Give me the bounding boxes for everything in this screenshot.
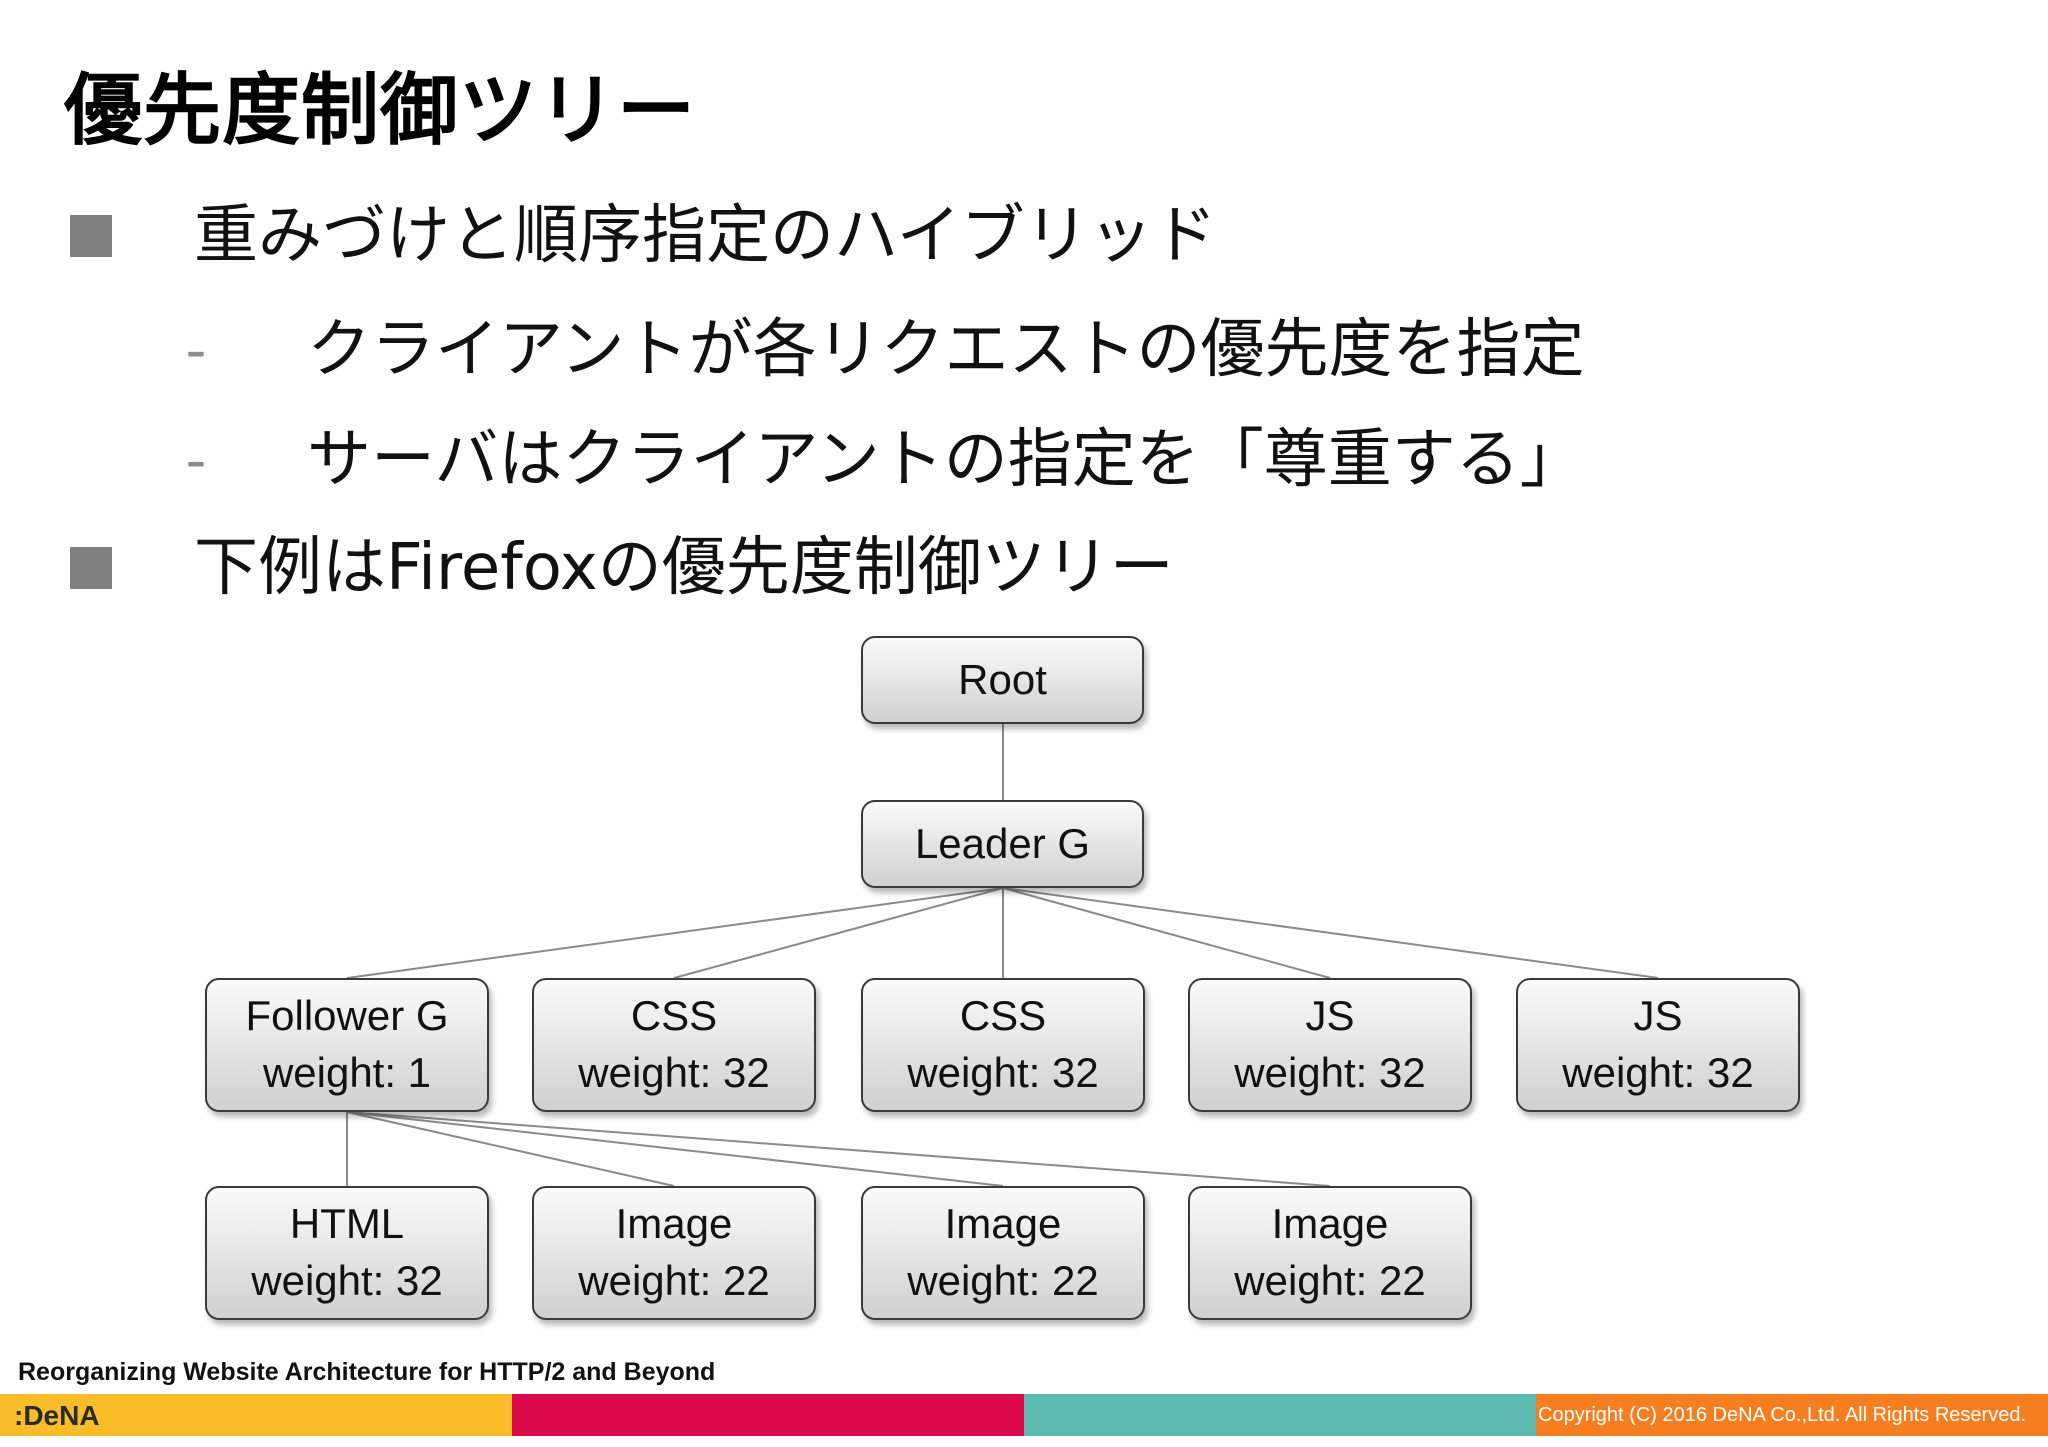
node-js: JS weight: 32 <box>1516 978 1800 1112</box>
node-name: JS <box>1305 992 1355 1040</box>
sub-bullet-text: サーバはクライアントの指定を「尊重する」 <box>307 423 1584 497</box>
bullet-item: 下例はFirefoxの優先度制御ツリー <box>70 536 1174 600</box>
node-html: HTML weight: 32 <box>205 1186 489 1320</box>
node-image: Image weight: 22 <box>861 1186 1145 1320</box>
node-name: CSS <box>630 992 718 1040</box>
footer-color-bar: :DeNA Copyright (C) 2016 DeNA Co.,Ltd. A… <box>0 1394 2048 1436</box>
node-follower-g: Follower G weight: 1 <box>205 978 489 1112</box>
node-leader-g: Leader G <box>861 800 1144 888</box>
node-name: Image <box>615 1200 733 1248</box>
slide-title: 優先度制御ツリー <box>64 66 697 156</box>
edge-follower-image-3 <box>346 1111 1331 1187</box>
square-bullet-icon <box>70 547 112 589</box>
square-bullet-icon <box>70 215 112 257</box>
node-label: Leader G <box>914 819 1091 867</box>
edge-follower-image-2 <box>346 1111 1004 1187</box>
presentation-title: Reorganizing Website Architecture for HT… <box>18 1358 716 1386</box>
node-name: JS <box>1633 992 1683 1040</box>
edge-follower-image-1 <box>346 1111 675 1187</box>
footer-segment-yellow: :DeNA <box>0 1394 512 1436</box>
node-name: Image <box>1271 1200 1389 1248</box>
bullet-text: 下例はFirefoxの優先度制御ツリー <box>194 531 1174 605</box>
bullet-item: 重みづけと順序指定のハイブリッド <box>70 204 1217 268</box>
dena-logo: :DeNA <box>14 1400 100 1431</box>
node-css: CSS weight: 32 <box>861 978 1145 1112</box>
footer-segment-teal <box>1024 1394 1536 1436</box>
edge-leader-js-2 <box>1002 887 1659 979</box>
node-weight: weight: 22 <box>578 1257 770 1304</box>
footer-segment-red <box>512 1394 1024 1436</box>
node-css: CSS weight: 32 <box>532 978 816 1112</box>
sub-bullet-text: クライアントが各リクエストの優先度を指定 <box>307 313 1585 387</box>
edge-leader-follower <box>346 887 1004 979</box>
node-image: Image weight: 22 <box>532 1186 816 1320</box>
node-name: Follower G <box>245 992 449 1040</box>
node-weight: weight: 22 <box>907 1257 1099 1304</box>
node-root: Root <box>861 636 1144 724</box>
node-name: CSS <box>959 992 1047 1040</box>
node-name: HTML <box>289 1200 405 1248</box>
node-weight: weight: 32 <box>907 1049 1099 1096</box>
footer-segment-orange: Copyright (C) 2016 DeNA Co.,Ltd. All Rig… <box>1536 1394 2048 1436</box>
node-js: JS weight: 32 <box>1188 978 1472 1112</box>
bullet-text: 重みづけと順序指定のハイブリッド <box>194 199 1217 273</box>
node-name: Image <box>944 1200 1062 1248</box>
node-weight: weight: 1 <box>262 1049 432 1096</box>
node-label: Root <box>958 655 1047 703</box>
edge-leader-js-1 <box>1002 887 1331 979</box>
sub-bullet-item: - クライアントが各リクエストの優先度を指定 <box>175 313 1585 387</box>
node-weight: weight: 22 <box>1234 1257 1426 1304</box>
node-weight: weight: 32 <box>251 1257 443 1304</box>
node-weight: weight: 32 <box>1234 1049 1426 1096</box>
copyright-text: Copyright (C) 2016 DeNA Co.,Ltd. All Rig… <box>1538 1404 2026 1426</box>
node-image: Image weight: 22 <box>1188 1186 1472 1320</box>
sub-bullet-item: - サーバはクライアントの指定を「尊重する」 <box>175 428 1584 492</box>
dash-bullet: - <box>185 426 207 494</box>
node-weight: weight: 32 <box>578 1049 770 1096</box>
edge-leader-css-1 <box>673 887 1004 979</box>
node-weight: weight: 32 <box>1562 1049 1754 1096</box>
dash-bullet: - <box>185 316 207 384</box>
